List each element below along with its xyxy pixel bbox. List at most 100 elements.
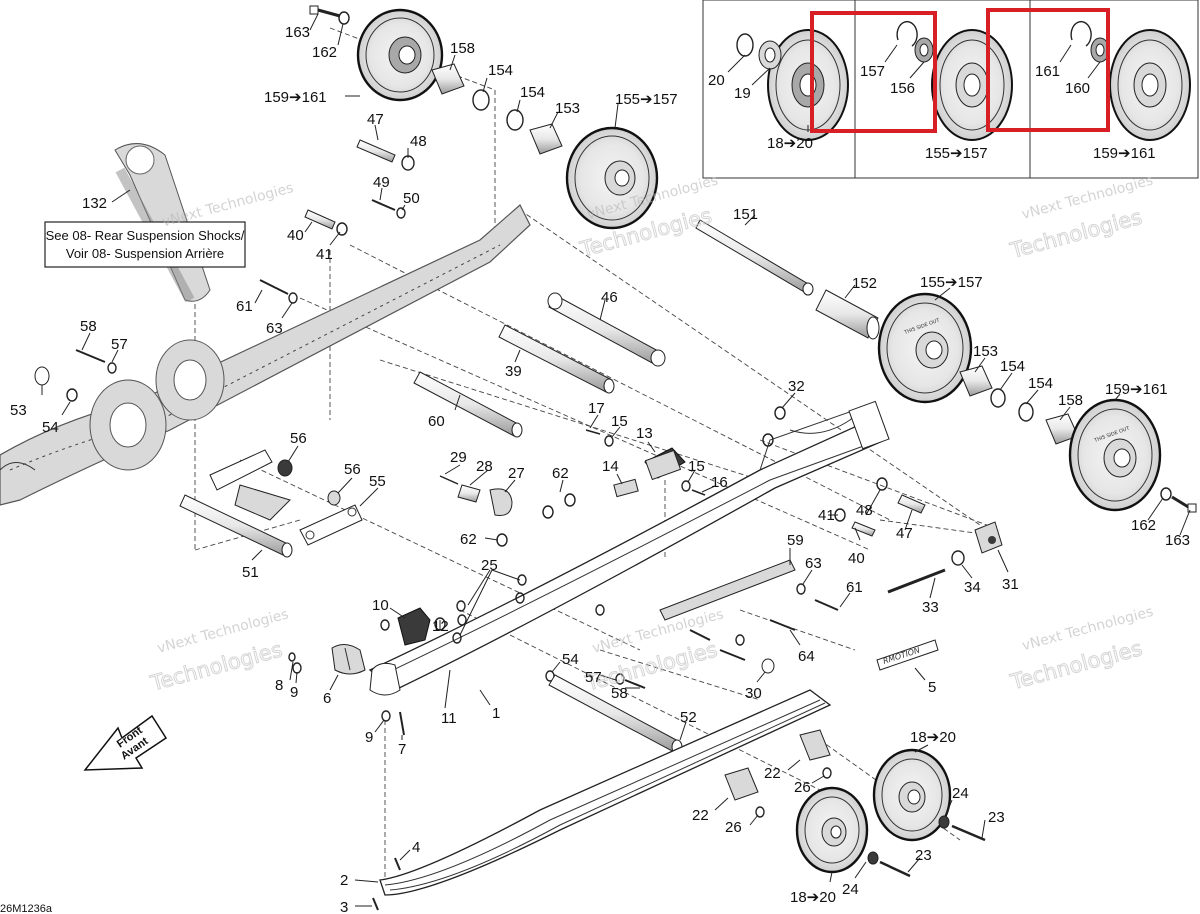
clamp-27 bbox=[489, 488, 513, 516]
nut-62b bbox=[496, 533, 508, 547]
nut-32 bbox=[774, 406, 786, 420]
callout-inset-156: 156 bbox=[890, 80, 915, 97]
bolt-61a bbox=[259, 279, 289, 295]
callout-151: 151 bbox=[733, 206, 758, 223]
callout-inset-20: 20 bbox=[708, 72, 725, 89]
callout-47b: 47 bbox=[896, 525, 913, 542]
callout-64: 64 bbox=[798, 648, 815, 665]
callout-40b: 40 bbox=[848, 550, 865, 567]
nut-26a bbox=[822, 767, 832, 779]
callout-47a: 47 bbox=[367, 111, 384, 128]
washer-154b bbox=[506, 109, 524, 131]
nut-26b bbox=[755, 806, 765, 818]
callout-9a: 9 bbox=[290, 684, 298, 701]
callout-59: 59 bbox=[787, 532, 804, 549]
callout-2: 2 bbox=[340, 872, 348, 889]
nut-8 bbox=[288, 652, 296, 662]
callout-24a: 24 bbox=[952, 785, 969, 802]
callout-26a: 26 bbox=[794, 779, 811, 796]
washer-57b bbox=[615, 673, 625, 685]
callout-5: 5 bbox=[928, 679, 936, 696]
nut-30 bbox=[761, 658, 775, 674]
callout-56b: 56 bbox=[344, 461, 361, 478]
nut-56a bbox=[277, 459, 293, 477]
idler-wheel-155-157a bbox=[565, 126, 659, 230]
lower-link-55 bbox=[299, 504, 363, 546]
callout-40a: 40 bbox=[287, 227, 304, 244]
callout-57b: 57 bbox=[585, 669, 602, 686]
slider-block-6 bbox=[331, 644, 366, 675]
callout-inset-157: 157 bbox=[860, 63, 885, 80]
inset-wheel-155-157 bbox=[896, 20, 1013, 141]
callout-inset-18-20: 18➔20 bbox=[767, 135, 813, 152]
callout-51: 51 bbox=[242, 564, 259, 581]
callout-6: 6 bbox=[323, 690, 331, 707]
wheel-bracket-22b bbox=[724, 767, 759, 801]
rail-front-piece bbox=[369, 662, 401, 696]
bolt-58b bbox=[624, 679, 646, 689]
washer-15a bbox=[604, 435, 614, 447]
bolt-16 bbox=[691, 489, 706, 496]
axle-151 bbox=[695, 219, 814, 296]
callout-32: 32 bbox=[788, 378, 805, 395]
top-spacer-158 bbox=[431, 63, 465, 95]
washer-154c bbox=[990, 388, 1006, 408]
spacer-152 bbox=[815, 289, 880, 340]
callout-62a: 62 bbox=[552, 465, 569, 482]
bolt-47a bbox=[356, 139, 396, 163]
screw-4 bbox=[394, 857, 401, 871]
callout-63b: 63 bbox=[805, 555, 822, 572]
callout-54a: 54 bbox=[42, 419, 59, 436]
bolt-23a bbox=[951, 824, 986, 842]
callout-158a: 158 bbox=[450, 40, 475, 57]
bracket-31 bbox=[974, 521, 1003, 554]
bolt-17 bbox=[585, 429, 601, 435]
callout-7: 7 bbox=[398, 741, 406, 758]
top-idler-wheel-159-161 bbox=[356, 8, 444, 102]
spacer-153b bbox=[959, 365, 993, 397]
screw-3 bbox=[372, 897, 379, 911]
callout-inset-160: 160 bbox=[1065, 80, 1090, 97]
callout-55: 55 bbox=[369, 473, 386, 490]
nut-34 bbox=[951, 550, 965, 566]
callout-12: 12 bbox=[432, 618, 449, 635]
shaft-46 bbox=[547, 292, 666, 367]
callout-159-161a: 159➔161 bbox=[264, 89, 327, 106]
callout-22b: 22 bbox=[692, 807, 709, 824]
spacer-153a bbox=[529, 123, 563, 155]
washer-63b bbox=[796, 583, 806, 595]
bolts-64 bbox=[689, 619, 796, 661]
callout-25: 25 bbox=[481, 557, 498, 574]
inset-panel: 20 19 18➔20 157 156 155➔157 161 160 159➔… bbox=[702, 0, 1199, 179]
callout-8: 8 bbox=[275, 677, 283, 694]
callout-52: 52 bbox=[680, 709, 697, 726]
callout-22a: 22 bbox=[764, 765, 781, 782]
wheel-bracket-22a bbox=[799, 729, 831, 761]
bolt-7 bbox=[399, 711, 405, 736]
callout-153b: 153 bbox=[973, 343, 998, 360]
washer-154d bbox=[1018, 402, 1034, 422]
callout-30: 30 bbox=[745, 685, 762, 702]
callout-153a: 153 bbox=[555, 100, 580, 117]
callout-17: 17 bbox=[588, 400, 605, 417]
callout-15a: 15 bbox=[611, 413, 628, 430]
washer-9a bbox=[292, 662, 302, 674]
callout-23a: 23 bbox=[988, 809, 1005, 826]
highlight-box-157-156 bbox=[810, 11, 937, 133]
callout-9b: 9 bbox=[365, 729, 373, 746]
callout-154b: 154 bbox=[520, 84, 545, 101]
washer-57a bbox=[107, 362, 117, 374]
callout-27: 27 bbox=[508, 465, 525, 482]
callout-159-161b: 159➔161 bbox=[1105, 381, 1168, 398]
nut-62a2 bbox=[564, 493, 576, 507]
callout-18-20a: 18➔20 bbox=[910, 729, 956, 746]
idler-wheel-155-157b: THIS SIDE OUT bbox=[877, 292, 973, 404]
callout-48b: 48 bbox=[856, 502, 873, 519]
nut-50 bbox=[396, 207, 406, 219]
callout-15b: 15 bbox=[688, 458, 705, 475]
pin-33 bbox=[887, 568, 946, 594]
lower-slider-rail bbox=[379, 689, 832, 896]
callout-152: 152 bbox=[852, 275, 877, 292]
bolt-61b bbox=[814, 599, 839, 611]
